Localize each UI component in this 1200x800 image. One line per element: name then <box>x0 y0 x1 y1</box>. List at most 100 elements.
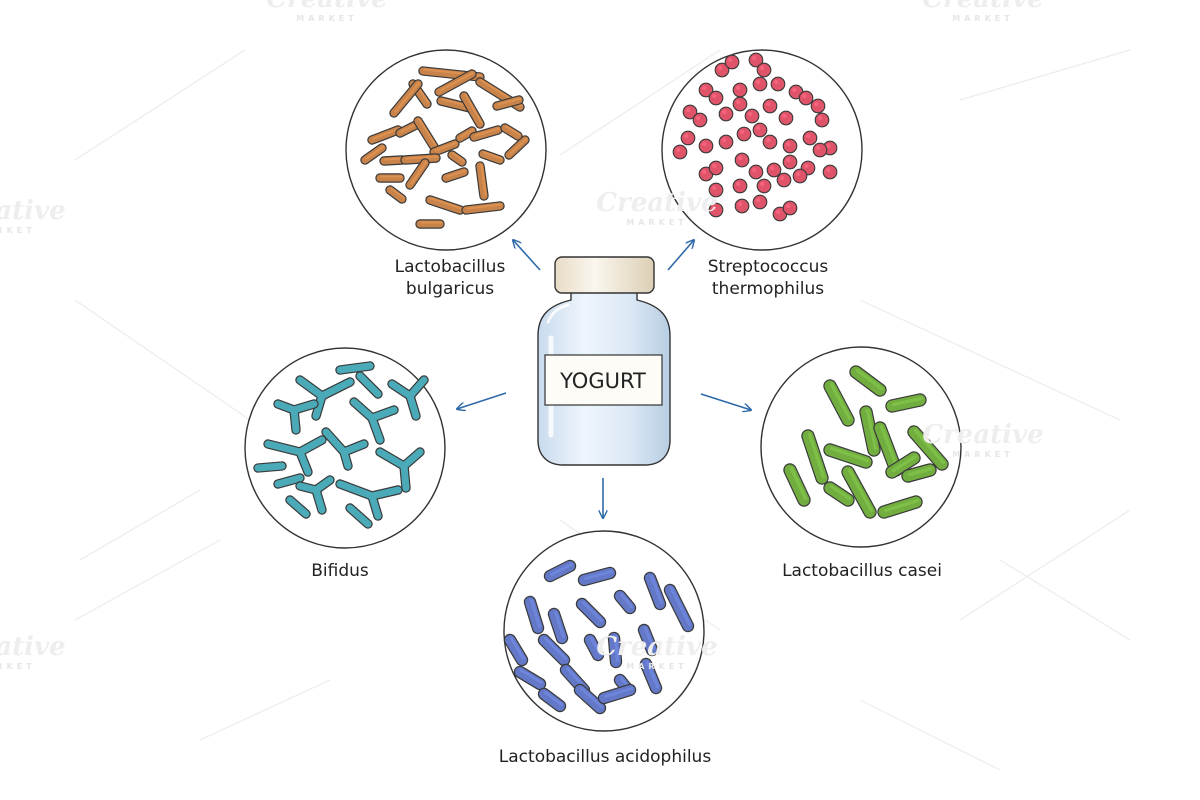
thermophilus-cell <box>810 98 826 114</box>
arrow-to-casei <box>700 393 751 410</box>
bulgaricus-cell <box>400 153 441 165</box>
thermophilus-cell <box>752 122 768 138</box>
label-lactobacillus-acidophilus: Lactobacillus acidophilus <box>470 746 740 768</box>
thermophilus-cell <box>732 178 748 194</box>
label-lactobacillus-casei: Lactobacillus casei <box>752 560 972 582</box>
watermark-lines <box>74 49 1131 771</box>
bifidus-cell <box>253 461 305 489</box>
bulgaricus-cell <box>434 69 477 97</box>
thermophilus-cell <box>752 76 768 92</box>
jar-label-box <box>544 354 663 406</box>
bulgaricus-cell <box>415 219 445 229</box>
arrow-to-bifidus <box>457 392 507 409</box>
label-line: Lactobacillus casei <box>782 561 942 581</box>
thermophilus-cell <box>756 62 772 78</box>
bifidus-cell <box>295 475 335 515</box>
thermophilus-cell <box>766 162 782 178</box>
thermophilus-cell <box>732 96 748 112</box>
thermophilus-cell <box>802 130 818 146</box>
thermophilus-cell <box>724 54 740 70</box>
thermophilus-cell <box>708 182 724 198</box>
thermophilus-cell <box>718 134 734 150</box>
acidophilus-cell <box>597 683 637 705</box>
acidophilus-cell <box>537 633 571 667</box>
thermophilus-cell <box>770 76 786 92</box>
label-line: bulgaricus <box>405 279 495 299</box>
label-line: Streptococcus <box>707 257 829 277</box>
yogurt-jar: YOGURT <box>537 256 671 466</box>
casei-cell <box>877 495 923 519</box>
acidophilus-cell <box>639 657 663 695</box>
acidophilus-cell <box>537 687 567 713</box>
thermophilus-cell <box>756 178 772 194</box>
thermophilus-cell <box>708 160 724 176</box>
thermophilus-cell <box>822 164 838 180</box>
acidophilus-cell <box>575 597 607 629</box>
bifidus-cells <box>253 361 429 529</box>
acidophilus-cell <box>643 571 667 611</box>
label-line: thermophilus <box>711 279 825 299</box>
acidophilus-cell <box>613 589 637 615</box>
acidophilus-cell <box>637 623 659 657</box>
bulgaricus-cell <box>360 143 387 165</box>
thermophilus-cell <box>680 130 696 146</box>
thermophilus-cell <box>672 144 688 160</box>
thermophilus-cell <box>698 82 714 98</box>
label-bifidus: Bifidus <box>290 560 390 582</box>
bifidus-cell <box>335 361 383 399</box>
acidophilus-cell <box>513 665 547 691</box>
bulgaricus-cell <box>447 150 467 167</box>
label-line: Bifidus <box>311 561 369 581</box>
casei-cell <box>885 393 927 413</box>
watermark-line <box>959 49 1131 101</box>
thermophilus-cell <box>736 126 752 142</box>
bulgaricus-cell <box>385 185 407 204</box>
acidophilus-cell <box>607 631 623 669</box>
bifidus-cell <box>295 375 355 421</box>
watermark-line <box>199 679 331 741</box>
label-line: Lactobacillus acidophilus <box>498 747 712 767</box>
thermophilus-cell <box>698 138 714 154</box>
thermophilus-cell <box>714 62 730 78</box>
casei-cell <box>901 463 937 483</box>
bifidus-cell <box>387 375 429 421</box>
arrow-to-bulgaricus <box>513 240 541 271</box>
thermophilus-cell <box>798 90 814 106</box>
casei-cell <box>823 443 873 469</box>
acidophilus-cell <box>543 559 577 583</box>
watermark-line <box>74 49 246 161</box>
arrows <box>457 240 751 518</box>
casei-cell <box>873 421 903 477</box>
casei-cell <box>841 465 877 519</box>
watermark-line <box>74 299 251 421</box>
thermophilus-cell <box>748 164 764 180</box>
circle-casei <box>760 346 962 548</box>
thermophilus-cell <box>762 134 778 150</box>
bulgaricus-cell <box>492 95 524 111</box>
bulgaricus-cell <box>389 79 423 118</box>
bifidus-cell <box>335 479 403 521</box>
label-streptococcus-thermophilus: Streptococcus thermophilus <box>688 256 848 300</box>
thermophilus-cell <box>718 106 734 122</box>
jar-label: YOGURT <box>559 369 646 393</box>
casei-cells <box>783 365 949 519</box>
thermophilus-cell <box>708 202 724 218</box>
bulgaricus-cell <box>395 120 421 138</box>
circle-acidophilus <box>503 530 705 732</box>
circle-bifidus <box>244 347 446 549</box>
watermark-line <box>859 299 1121 421</box>
bifidus-cell <box>349 397 399 445</box>
thermophilus-cell <box>778 110 794 126</box>
bulgaricus-cell <box>459 91 485 129</box>
watermark-line <box>74 539 221 621</box>
bulgaricus-cell <box>504 135 530 160</box>
bulgaricus-cell <box>478 149 505 165</box>
arrow-to-thermophilus <box>667 240 694 271</box>
bifidus-cell <box>375 447 425 493</box>
thermophilus-cell <box>776 172 792 188</box>
acidophilus-cell <box>663 583 695 633</box>
bulgaricus-cell <box>441 167 469 183</box>
thermophilus-cell <box>682 104 698 120</box>
thermophilus-cell <box>792 168 808 184</box>
acidophilus-cell <box>577 566 617 587</box>
